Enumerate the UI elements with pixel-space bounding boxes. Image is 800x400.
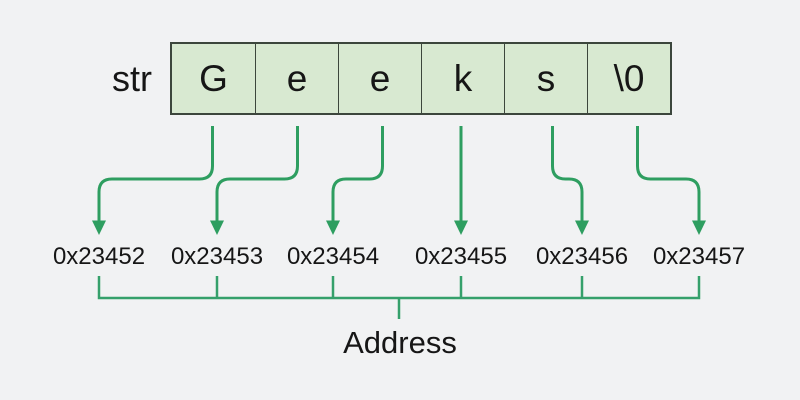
- arrow-cell4-to-address4: [551, 126, 589, 235]
- cell-char-4: s: [536, 58, 556, 99]
- arrowhead-icon: [454, 220, 468, 235]
- arrowhead-icon: [210, 220, 224, 235]
- cell-char-0: G: [199, 58, 228, 99]
- arrowhead-icon: [326, 220, 340, 235]
- cell-char-1: e: [286, 58, 308, 99]
- memory-cell-0: G: [172, 44, 255, 113]
- cell-char-2: e: [369, 58, 391, 99]
- arrowhead-icon: [575, 220, 589, 235]
- memory-cell-1: e: [255, 44, 338, 113]
- arrow-cell0-to-address0: [92, 126, 214, 235]
- cell-char-3: k: [453, 58, 473, 99]
- arrow-cell5-to-address5: [636, 126, 706, 235]
- arrowhead-icon: [92, 220, 106, 235]
- arrow-cell1-to-address1: [210, 126, 299, 235]
- memory-cell-4: s: [504, 44, 587, 113]
- address-label-3: 0x23455: [414, 243, 508, 270]
- memory-cells-row: G e e k s \0: [170, 42, 672, 115]
- address-label-1: 0x23453: [170, 243, 264, 270]
- memory-cell-3: k: [421, 44, 504, 113]
- address-label-0: 0x23452: [52, 243, 146, 270]
- arrowhead-icon: [692, 220, 706, 235]
- address-range-bracket: [97, 276, 701, 319]
- arrow-cell2-to-address2: [326, 126, 384, 235]
- address-label-4: 0x23456: [535, 243, 629, 270]
- cell-char-5: \0: [613, 58, 645, 99]
- memory-cell-2: e: [338, 44, 421, 113]
- memory-cell-5: \0: [587, 44, 670, 113]
- address-label-5: 0x23457: [652, 243, 746, 270]
- address-bracket-label: Address: [343, 325, 457, 360]
- variable-name-label: str: [112, 57, 152, 99]
- arrow-cell3-to-address3: [454, 126, 468, 235]
- address-label-2: 0x23454: [286, 243, 380, 270]
